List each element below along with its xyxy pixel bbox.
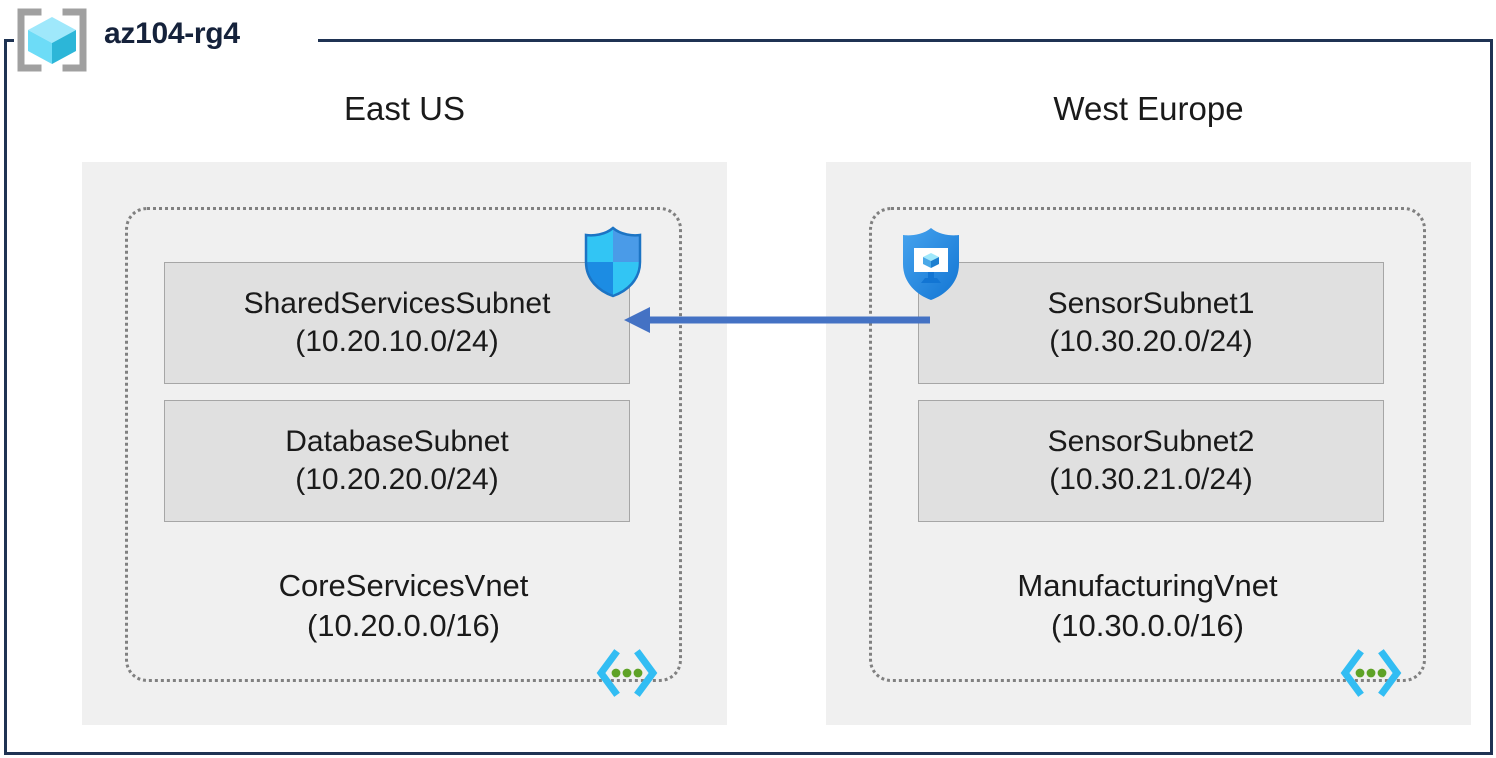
network-security-group-icon bbox=[583, 226, 643, 298]
subnet-name: SharedServicesSubnet bbox=[243, 287, 551, 321]
subnet-sensorsubnet2[interactable]: SensorSubnet2 (10.30.21.0/24) bbox=[918, 400, 1384, 522]
resource-group-frame-top-right bbox=[318, 39, 1493, 42]
resource-group-frame-top-left bbox=[4, 39, 14, 42]
vnet-label-manufacturingvnet: ManufacturingVnet (10.30.0.0/16) bbox=[869, 566, 1426, 647]
subnet-sensorsubnet1[interactable]: SensorSubnet1 (10.30.20.0/24) bbox=[918, 262, 1384, 384]
subnet-cidr: (10.20.10.0/24) bbox=[295, 325, 499, 358]
resource-group-frame bbox=[4, 41, 1493, 755]
subnet-cidr: (10.30.20.0/24) bbox=[1049, 325, 1253, 358]
vnet-cidr: (10.20.0.0/16) bbox=[306, 608, 501, 644]
vnet-box-manufacturingvnet bbox=[869, 207, 1426, 682]
subnet-cidr: (10.20.20.0/24) bbox=[295, 463, 499, 496]
vnet-box-coreservicesvnet bbox=[125, 207, 682, 682]
subnet-sharedservicessubnet[interactable]: SharedServicesSubnet (10.20.10.0/24) bbox=[164, 262, 630, 384]
subnet-name: DatabaseSubnet bbox=[285, 425, 509, 459]
subnet-name: SensorSubnet2 bbox=[1047, 425, 1255, 459]
resource-group-cube-icon bbox=[14, 8, 90, 72]
vnet-label-coreservicesvnet: CoreServicesVnet (10.20.0.0/16) bbox=[125, 566, 682, 647]
virtual-network-icon bbox=[1340, 649, 1402, 697]
application-security-group-icon bbox=[899, 226, 963, 302]
subnet-databasesubnet[interactable]: DatabaseSubnet (10.20.20.0/24) bbox=[164, 400, 630, 522]
subnet-name: SensorSubnet1 bbox=[1047, 287, 1255, 321]
subnet-cidr: (10.30.21.0/24) bbox=[1049, 463, 1253, 496]
region-label-west-europe: West Europe bbox=[1053, 90, 1244, 127]
region-label-east-us: East US bbox=[343, 90, 466, 127]
vnet-name: ManufacturingVnet bbox=[1017, 568, 1278, 603]
vnet-peering-arrow bbox=[620, 300, 930, 340]
resource-group-title: az104-rg4 bbox=[104, 17, 240, 50]
vnet-cidr: (10.30.0.0/16) bbox=[1050, 608, 1245, 644]
virtual-network-icon bbox=[596, 649, 658, 697]
vnet-name: CoreServicesVnet bbox=[278, 568, 529, 603]
